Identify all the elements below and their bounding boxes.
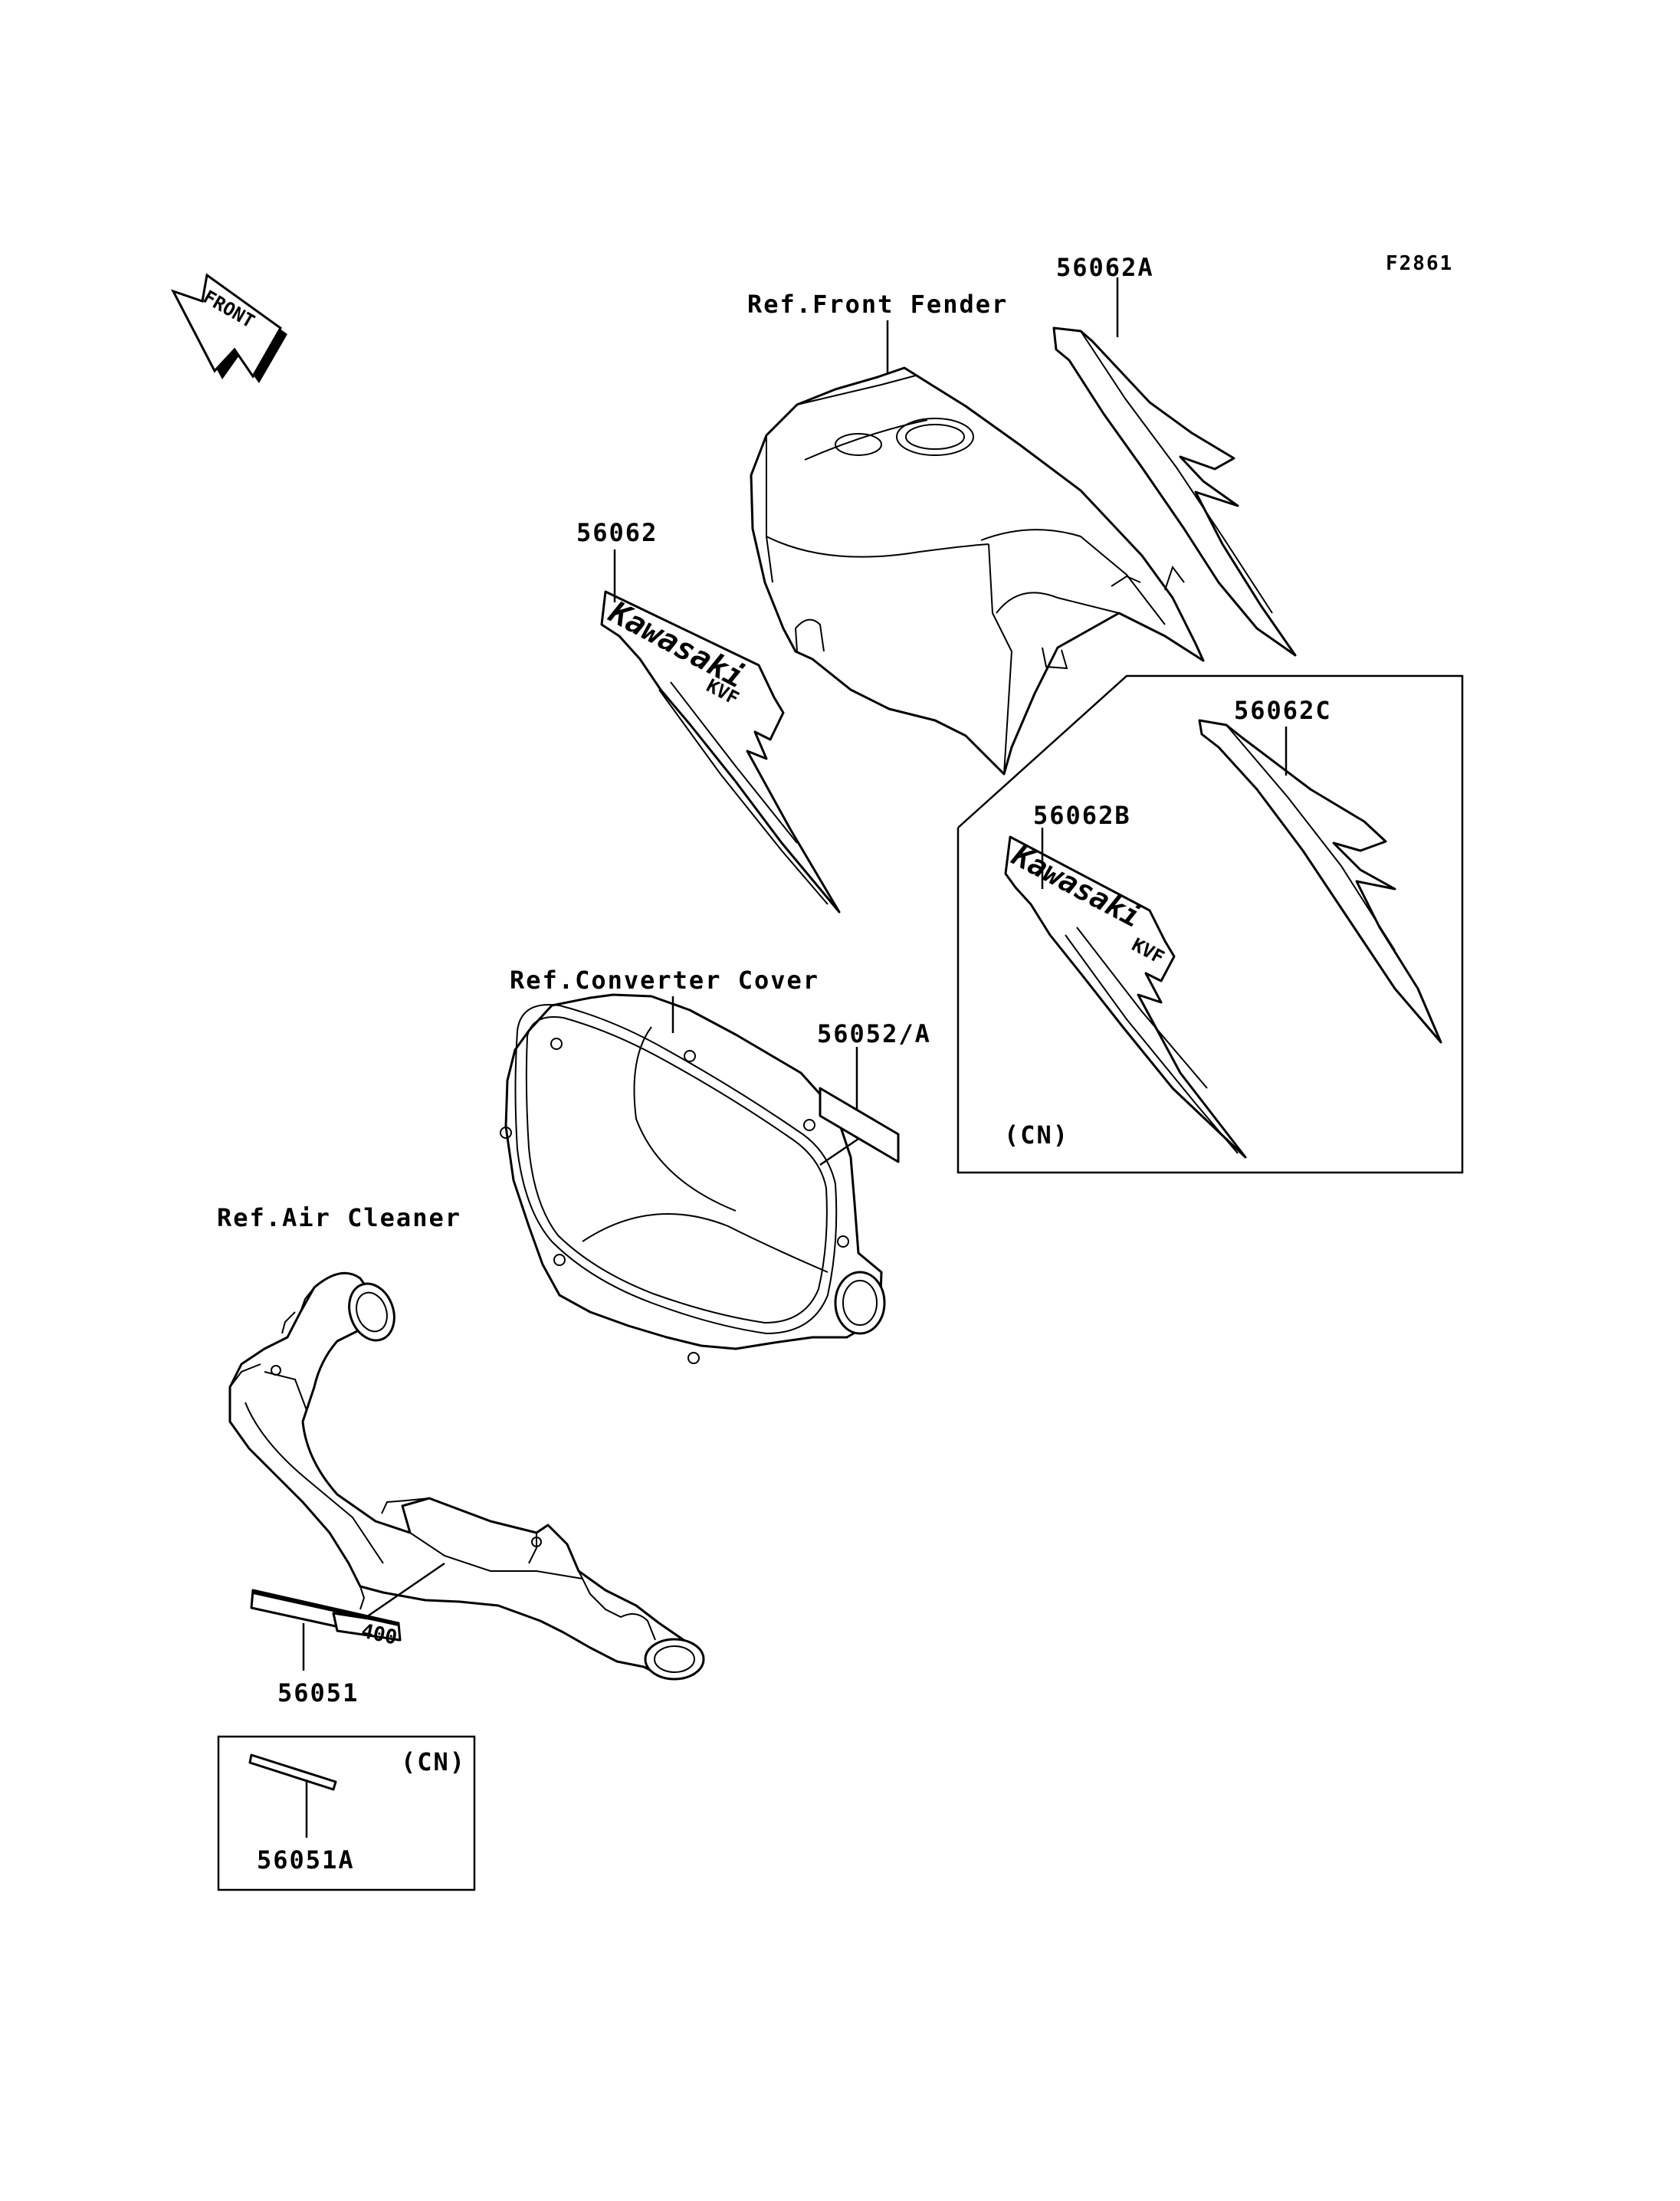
air-cleaner-duct-ref bbox=[228, 1271, 705, 1681]
converter-cover-ref bbox=[500, 993, 886, 1364]
front-fender-ref bbox=[750, 366, 1205, 776]
decal-56052a bbox=[819, 1087, 900, 1163]
label-56062c: 56062C bbox=[1234, 696, 1332, 725]
figure-code: F2861 bbox=[1386, 252, 1453, 275]
decal-56062a bbox=[1052, 326, 1297, 657]
label-56051: 56051 bbox=[277, 1678, 359, 1707]
label-56052a: 56052/A bbox=[817, 1019, 931, 1048]
label-cn-left: (CN) bbox=[401, 1747, 466, 1776]
decal-56051: 400 bbox=[250, 1589, 402, 1650]
decal-56051a bbox=[248, 1753, 337, 1791]
label-ref-converter-cover: Ref.Converter Cover bbox=[510, 966, 819, 995]
label-ref-front-fender: Ref.Front Fender bbox=[747, 290, 1008, 319]
front-arrow-icon: FRONT bbox=[170, 273, 287, 383]
label-56062b: 56062B bbox=[1033, 801, 1131, 830]
cn-box-right bbox=[956, 674, 1464, 1174]
cn-box-left bbox=[217, 1735, 476, 1891]
label-56051a: 56051A bbox=[257, 1845, 355, 1875]
label-56062a: 56062A bbox=[1056, 253, 1154, 282]
label-cn-right: (CN) bbox=[1004, 1120, 1069, 1150]
decal-56062c bbox=[1198, 719, 1442, 1044]
label-ref-air-cleaner: Ref.Air Cleaner bbox=[217, 1203, 461, 1232]
label-56062: 56062 bbox=[576, 518, 658, 547]
